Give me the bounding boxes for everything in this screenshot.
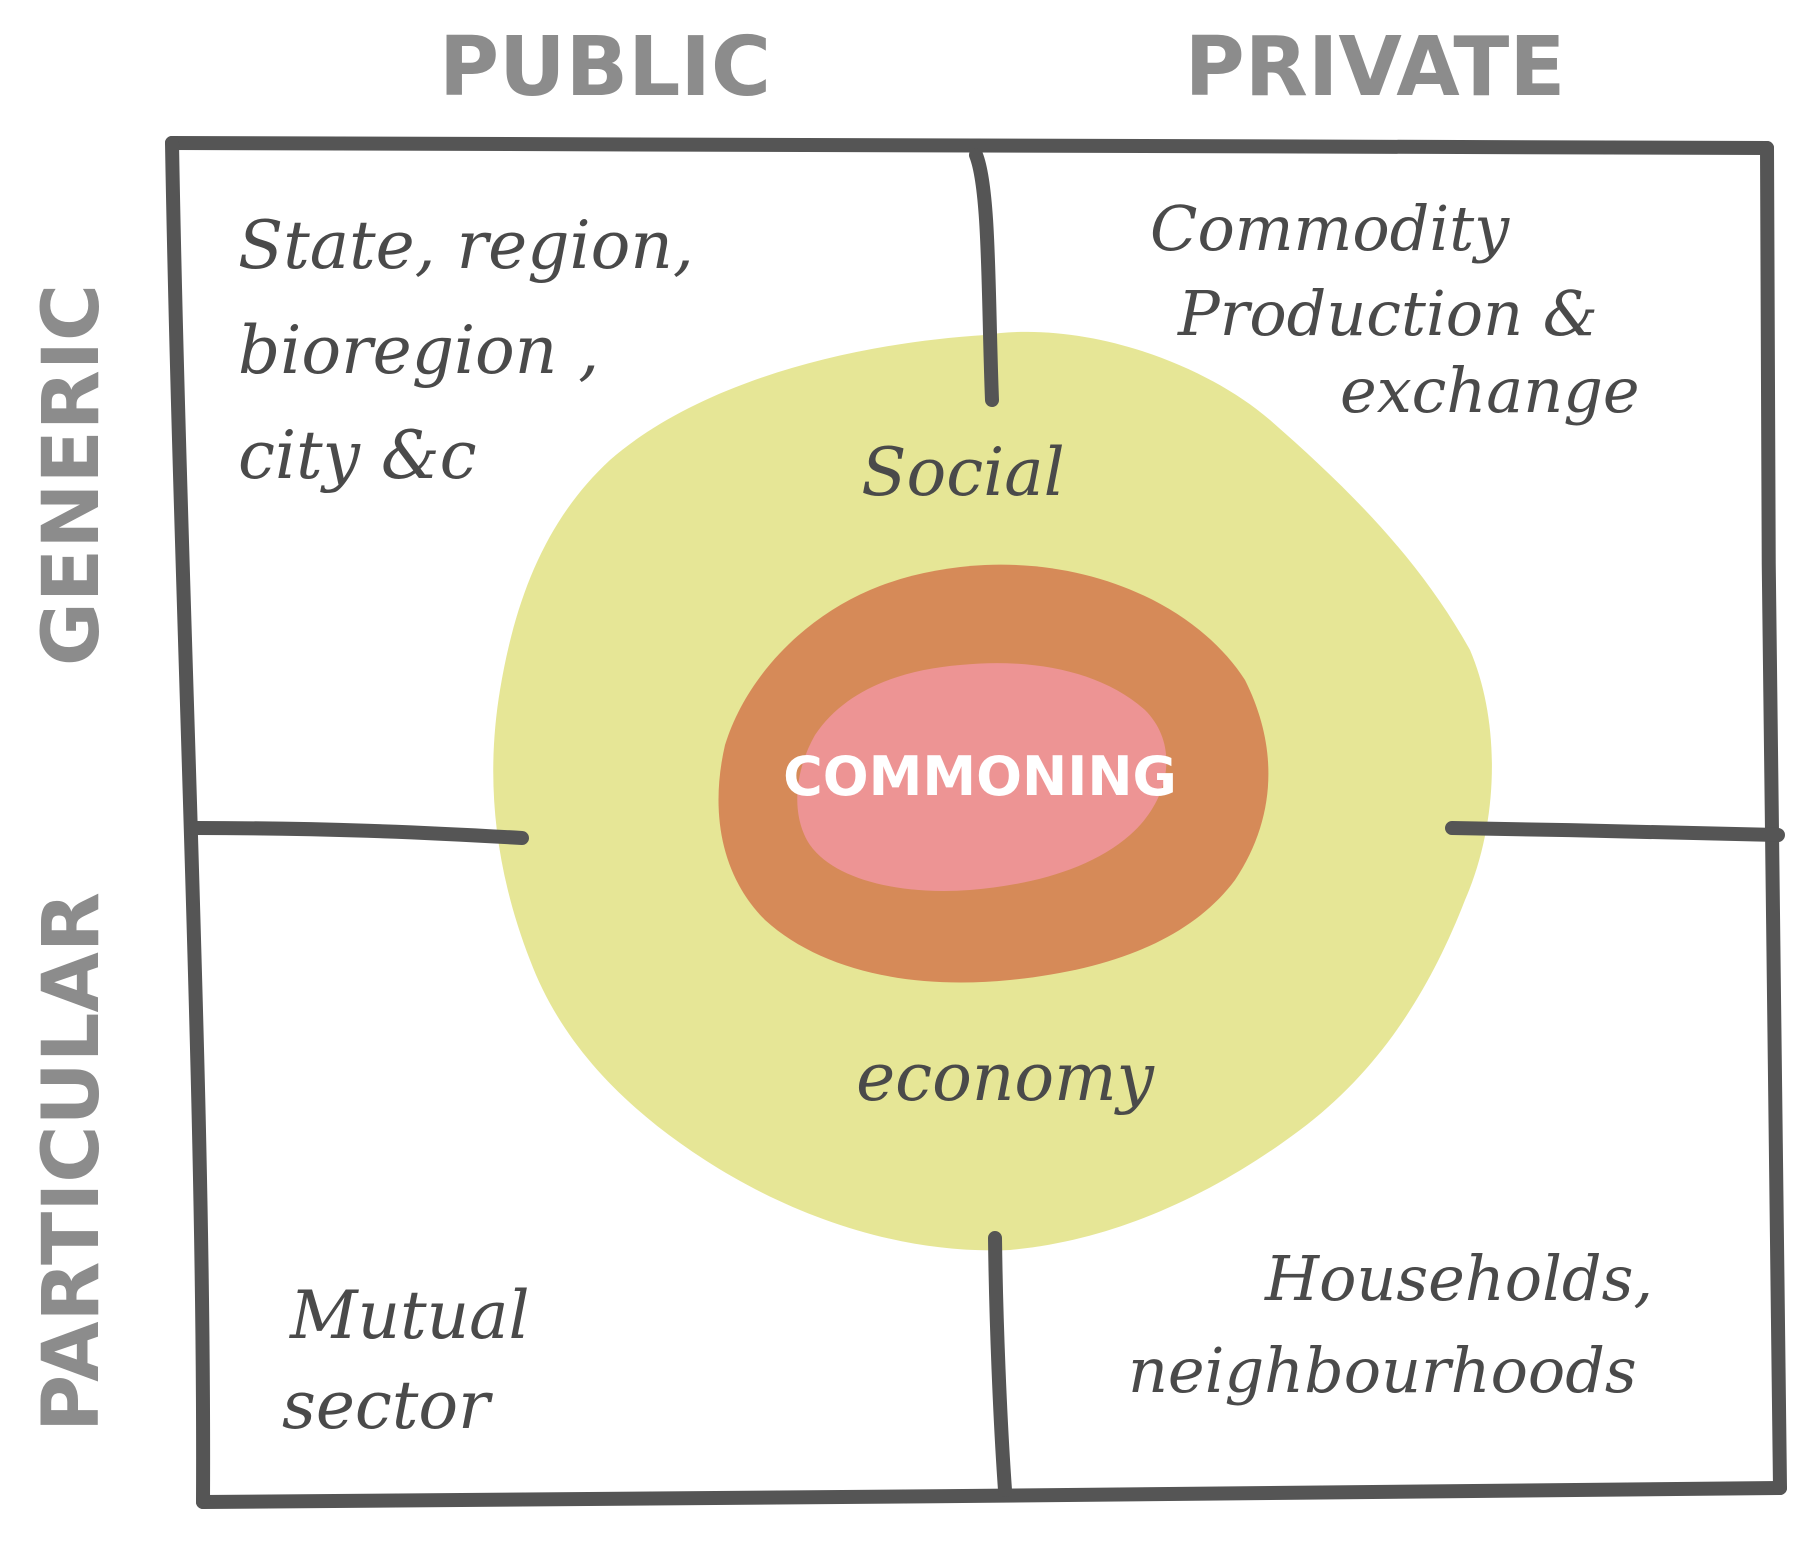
column-header-public: PUBLIC xyxy=(439,20,771,115)
column-header-private: PRIVATE xyxy=(1185,20,1566,115)
quadrant-line: Commodity xyxy=(1150,192,1510,265)
axis-top-segment xyxy=(969,148,999,407)
quadrant-line: Households, xyxy=(1264,1242,1653,1315)
quadrant-public-generic: State, region, bioregion , city &c xyxy=(238,207,715,494)
axis-right-segment xyxy=(1445,821,1785,842)
row-header-generic: GENERIC xyxy=(27,284,117,666)
core-label-commoning: COMMONING xyxy=(783,745,1177,808)
frame-right-line xyxy=(1760,141,1787,1495)
frame-left-line xyxy=(165,136,211,1509)
ring-label-economy: economy xyxy=(856,1039,1155,1116)
quadrant-private-particular: Households, neighbourhoods xyxy=(1128,1242,1673,1407)
quadrant-line: bioregion , xyxy=(238,312,599,389)
quadrant-line: neighbourhoods xyxy=(1128,1334,1637,1407)
axis-bottom-segment xyxy=(988,1231,1012,1497)
ring-label-social: Social xyxy=(861,434,1064,511)
quadrant-line: Mutual xyxy=(289,1277,530,1354)
quadrant-line: exchange xyxy=(1340,354,1640,427)
quadrant-line: Production & xyxy=(1177,277,1598,350)
quadrant-line: city &c xyxy=(238,417,477,494)
frame-top-line xyxy=(165,136,1774,155)
quadrant-line: State, region, xyxy=(238,207,694,284)
quadrant-line: sector xyxy=(282,1367,493,1444)
quadrant-private-generic: Commodity Production & exchange xyxy=(1150,192,1640,427)
quadrant-public-particular: Mutual sector xyxy=(282,1277,551,1444)
commoning-core xyxy=(797,663,1167,891)
axis-left-segment xyxy=(188,821,529,845)
row-header-particular: PARTICULAR xyxy=(27,892,117,1432)
frame-bottom-line xyxy=(196,1481,1787,1509)
